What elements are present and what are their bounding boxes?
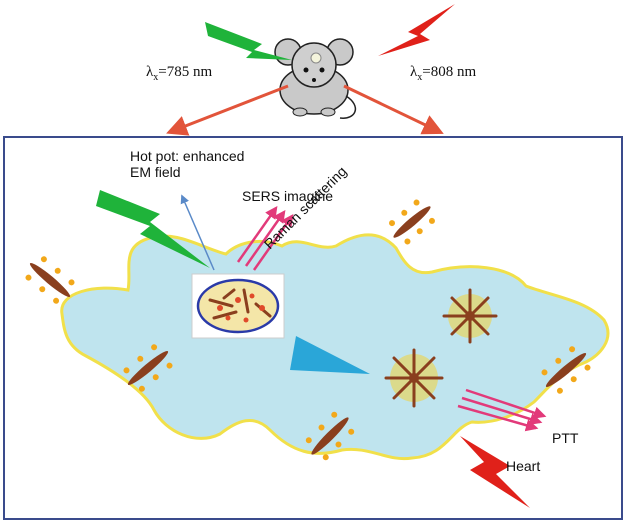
arrow-left (166, 84, 289, 136)
prism-icon (290, 336, 370, 374)
ptt-arrows (457, 388, 547, 432)
hot-spot-inset (191, 273, 285, 339)
lightning-red-cell-icon (460, 436, 530, 508)
hot-spot-arrow (180, 194, 215, 271)
nanorod-icon (305, 411, 355, 461)
wavelength-left-label: λx=785 nm (146, 64, 213, 83)
ptt-label: PTT (552, 430, 579, 446)
nanorod-icon (389, 199, 435, 245)
hot-spot-label: Hot pot: enhanced EM field (130, 148, 244, 180)
sers-arrows (236, 205, 294, 271)
nanostar-icon (442, 288, 498, 344)
hot-spot-line1: Hot pot: enhanced (130, 148, 245, 164)
mouse-icon (274, 38, 357, 119)
heart-label: Heart (506, 458, 541, 474)
lightning-green-cell-icon (96, 190, 210, 268)
wavelength-right-label: λx=808 nm (410, 64, 477, 83)
nanorod-icon (25, 256, 75, 304)
nanostar-icon (384, 348, 444, 408)
nanorod-icon (541, 346, 591, 394)
lightning-red-icon (378, 4, 455, 56)
nanorod-icon (123, 344, 173, 392)
sers-label: SERS imagine (242, 188, 334, 204)
arrow-right (343, 84, 444, 135)
lightning-green-icon (205, 22, 292, 60)
hot-spot-line2: EM field (130, 164, 181, 180)
